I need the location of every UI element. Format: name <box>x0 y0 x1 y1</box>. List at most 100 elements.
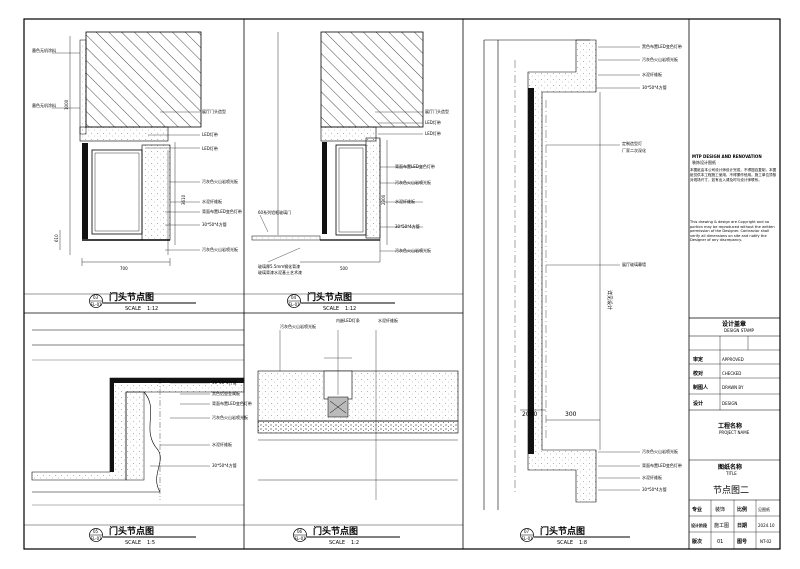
d05-label-3: 背面布置LED变色灯带 <box>212 400 252 406</box>
detail-06-title: 06 EL-01 门头节点图 SCALE 1:2 <box>293 525 400 546</box>
tb-project-name: 工程名称 <box>718 422 742 430</box>
d04-label-1: 展厅门头造型 <box>425 108 449 114</box>
tb-project-header: MTP DESIGN AND RENOVATION <box>692 154 762 159</box>
d03-label-9: 30*50*4方管 <box>202 221 227 227</box>
d04-label-9: 60系列铝框玻璃门 <box>258 209 291 215</box>
d07-label-10: 水泥纤维板 <box>642 474 662 480</box>
d07-label-8: 污灰色火山岩喷光板 <box>642 448 678 454</box>
tb-row-2: 校对 <box>693 370 703 377</box>
detail-05: 30*50*4方管 黑色铝塑金属板 背面布置LED变色灯带 污灰色火山岩喷光板 … <box>31 329 252 506</box>
detail-06-title-text: 门头节点图 <box>313 525 358 537</box>
tb-bottom-1-4: 见图纸 <box>758 506 770 512</box>
detail-04-title: 04 EL-01 门头节点图 SCALE 1:12 <box>287 291 395 312</box>
d07-label-1: 黑色布置LED变色灯带 <box>642 43 682 49</box>
d05-label-1: 30*50*4方管 <box>212 379 237 385</box>
d07-label-7: 展厅玻璃幕墙 <box>622 261 646 267</box>
tb-row-1: 审定 <box>693 356 703 363</box>
tb-notes-cn: 本图纸由本公司设计师设计完成，不得擅自复制，本图纸仅供本工程施工使用，不得挪作他… <box>690 168 777 182</box>
d03-label-10: 污灰色火山岩喷光板 <box>202 246 238 252</box>
detail-04-number: 04 <box>291 295 297 300</box>
d03-label-4: LED灯带 <box>202 131 218 137</box>
tb-bottom-3-4: NT-02 <box>760 539 772 544</box>
detail-05-number: 05 <box>93 529 99 534</box>
detail-07: 黑色布置LED变色灯带 污灰色火山岩喷光板 水泥纤维板 30*50*4方管 定制… <box>483 39 682 510</box>
tb-bottom-2-1: 设计阶段 <box>691 522 707 528</box>
detail-07-title: 07 EL-01 门头节点图 SCALE 1:8 <box>520 525 630 546</box>
detail-07-title-text: 门头节点图 <box>540 525 585 537</box>
d03-label-3: 展厅门头造型 <box>202 108 226 114</box>
d07-label-11: 30*50*4方管 <box>642 486 667 492</box>
d07-dim-2: 300 <box>565 411 577 418</box>
d07-label-6: 厂家二次深化 <box>622 147 646 153</box>
d06-label-3: 水泥纤维板 <box>378 317 398 323</box>
d04-label-3: LED灯带 <box>425 130 441 136</box>
detail-07-number: 07 <box>524 529 530 534</box>
tb-row-3-en: DRAWN BY <box>722 385 744 390</box>
tb-bottom-3-1: 版次 <box>692 538 702 545</box>
tb-notes-en: This drawing & design are Copyright and … <box>690 220 775 243</box>
tb-sub-header: 装饰设计图纸 <box>692 159 716 165</box>
tb-design-stamp-en: DESIGN STAMP <box>724 328 755 333</box>
d03-label-6: 污灰色火山岩喷光板 <box>202 178 238 184</box>
detail-05-scale: 1:5 <box>147 540 155 546</box>
tb-bottom-1-3: 比例 <box>737 506 747 513</box>
tb-row-3: 制图人 <box>693 384 709 391</box>
d03-label-5: LED灯带 <box>202 145 218 151</box>
detail-04-title-text: 门头节点图 <box>307 291 352 303</box>
detail-04-scale-label: SCALE <box>323 306 339 312</box>
d06-label-1: 污灰色火山岩喷光板 <box>280 323 316 329</box>
detail-07-scale-label: SCALE <box>557 540 573 546</box>
detail-03-title-text: 门头节点图 <box>109 291 154 303</box>
detail-07-ref: EL-01 <box>522 536 534 541</box>
d04-label-6: 水泥纤维板 <box>395 198 415 204</box>
d04-label-10: 玻璃厚5.5mm钢化背漆 <box>258 263 300 269</box>
tb-bottom-2-2: 施工图 <box>714 522 729 529</box>
detail-06-scale-label: SCALE <box>329 540 345 546</box>
detail-04-scale: 1:12 <box>345 306 356 312</box>
detail-06-ref: EL-01 <box>295 536 307 541</box>
d04-label-4: 背面布置LED变色灯带 <box>395 163 435 169</box>
d03-label-2: 墨色无机涂料 <box>32 102 56 108</box>
tb-bottom-2-3: 日期 <box>737 522 747 529</box>
detail-03-number: 03 <box>93 295 99 300</box>
d03-label-8: 背面布置LED变色灯带 <box>202 208 242 214</box>
tb-sheet-title: 节点图二 <box>713 485 749 496</box>
detail-03-title: 03 EL-01 门头节点图 SCALE 1:12 <box>89 291 196 312</box>
detail-05-title-text: 门头节点图 <box>109 525 154 537</box>
tb-row-2-en: CHECKED <box>722 371 741 376</box>
tb-bottom-3-3: 图号 <box>737 538 747 545</box>
tb-bottom-3-2: 01 <box>717 539 723 545</box>
tb-project-name-en: PROJECT NAME <box>719 430 750 435</box>
tb-drawing-name: 图纸名称 <box>718 463 742 471</box>
detail-07-scale: 1:8 <box>579 540 587 546</box>
d07-dim-1: 详见设计 <box>606 290 613 310</box>
tb-row-1-en: APPROVED <box>722 357 744 362</box>
detail-03-ref: EL-01 <box>91 302 103 307</box>
d04-label-7: 30*50*4方管 <box>395 223 420 229</box>
d07-label-2: 污灰色火山岩喷光板 <box>642 56 678 62</box>
d03-dim-4: 700 <box>120 266 128 271</box>
d05-label-6: 30*50*4方管 <box>212 462 237 468</box>
tb-drawing-name-en: TITLE <box>725 471 737 476</box>
tb-bottom-2-4: 2024.10 <box>758 523 775 528</box>
d04-label-11: 玻璃背漆水泥基土艺术漆 <box>258 269 302 275</box>
d03-dim-3: 610 <box>54 234 59 242</box>
detail-03-scale-label: SCALE <box>125 306 141 312</box>
tb-bottom-1-2: 装饰 <box>715 506 725 513</box>
tb-bottom-1-1: 专业 <box>692 506 702 513</box>
detail-05-title: 05 EL-01 门头节点图 SCALE 1:5 <box>89 525 196 546</box>
detail-05-scale-label: SCALE <box>125 540 141 546</box>
tb-design-stamp: 设计盖章 <box>722 320 746 328</box>
d07-label-5: 定制造型灯 <box>622 140 642 146</box>
detail-03: 墨色无机涂料 墨色无机涂料 展厅门头造型 LED灯带 LED灯带 污灰色火山岩喷… <box>32 31 242 271</box>
tb-row-4: 设计 <box>693 400 703 407</box>
d07-label-9: 背面布置LED变色灯带 <box>642 462 682 468</box>
detail-04-ref: EL-01 <box>289 302 301 307</box>
d03-dim-1: 1000 <box>64 99 69 110</box>
detail-03-scale: 1:12 <box>147 306 158 312</box>
d06-label-2: 内嵌LED灯条 <box>336 317 360 323</box>
detail-05-ref: EL-01 <box>91 536 103 541</box>
d07-label-4: 30*50*4方管 <box>642 84 667 90</box>
title-block: MTP DESIGN AND RENOVATION 装饰设计图纸 本图纸由本公司… <box>689 154 780 549</box>
